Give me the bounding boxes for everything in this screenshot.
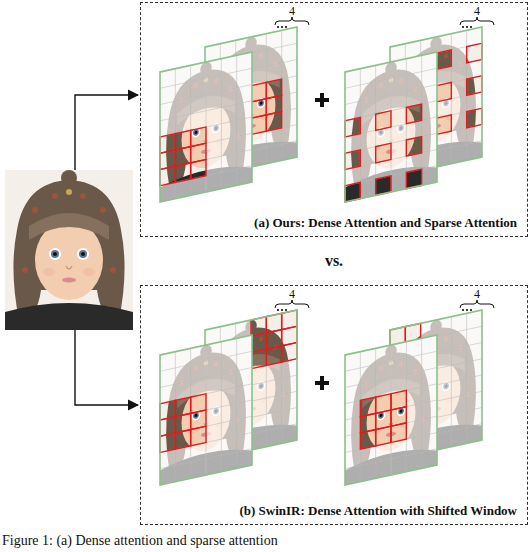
ellipsis-dot xyxy=(462,26,464,28)
attention-window xyxy=(266,346,281,366)
attention-window xyxy=(467,108,482,128)
attention-window xyxy=(360,430,375,450)
attention-window xyxy=(436,115,451,135)
layer-image xyxy=(345,52,437,202)
grid-line xyxy=(160,85,252,105)
ellipsis-dot xyxy=(285,26,287,28)
plus-sign xyxy=(320,93,324,107)
layer-border xyxy=(160,335,252,485)
layer-border xyxy=(345,335,437,485)
panel-title: (b) SwinIR: Dense Attention with Shifted… xyxy=(237,503,519,519)
ellipsis-dot xyxy=(466,26,468,28)
layer-image xyxy=(160,52,252,202)
ellipsis-dot xyxy=(277,309,279,311)
figure-caption: Figure 1: (a) Dense attention and sparse… xyxy=(2,533,530,550)
layer-border xyxy=(390,27,482,177)
arrow xyxy=(75,330,138,405)
layer-image xyxy=(205,27,297,177)
brace xyxy=(275,300,309,308)
grid-layer xyxy=(345,52,437,202)
grid-line xyxy=(345,351,437,371)
baby-photo xyxy=(5,170,133,330)
panel-title: (a) Ours: Dense Attention and Sparse Att… xyxy=(252,215,519,231)
attention-window xyxy=(376,426,391,446)
attention-window xyxy=(191,160,206,180)
layer-border xyxy=(345,52,437,202)
layer-image xyxy=(390,27,482,177)
attention-window xyxy=(191,426,206,446)
arrow xyxy=(75,95,138,170)
grid-layer xyxy=(205,310,297,460)
ellipsis-dot xyxy=(277,26,279,28)
brace xyxy=(275,17,309,25)
grid-layer xyxy=(160,335,252,485)
versus-label: vs. xyxy=(325,253,343,269)
attention-window xyxy=(251,115,266,135)
arrows xyxy=(75,95,138,405)
attention-window xyxy=(345,117,360,137)
attention-window xyxy=(266,112,281,132)
attention-window xyxy=(376,143,391,163)
grid-line xyxy=(160,101,252,121)
grid-line xyxy=(345,85,437,105)
ellipsis-dot xyxy=(466,309,468,311)
ellipsis-dot xyxy=(281,309,283,311)
ellipsis-dot xyxy=(462,309,464,311)
stack-count: 4 xyxy=(289,5,295,17)
stack-count: 4 xyxy=(474,5,480,17)
dashed-panel: (b) SwinIR: Dense Attention with Shifted… xyxy=(140,285,528,525)
stack-count: 4 xyxy=(289,288,295,300)
attention-window xyxy=(406,104,421,124)
ellipsis-dot xyxy=(285,309,287,311)
layer-border xyxy=(205,27,297,177)
attention-window xyxy=(282,343,297,363)
braces-and-plus xyxy=(275,17,494,390)
grid-line xyxy=(160,368,252,388)
attention-window xyxy=(376,111,391,131)
grid-layer xyxy=(390,27,482,177)
stack-count: 4 xyxy=(474,288,480,300)
grid-line xyxy=(160,449,252,469)
attention-window xyxy=(406,137,421,157)
layer-image xyxy=(160,335,252,485)
grid-layer xyxy=(160,52,252,202)
grid-line xyxy=(160,68,252,88)
grid-line xyxy=(345,449,437,469)
attention-window xyxy=(391,423,406,443)
attention-window xyxy=(467,43,482,63)
ellipsis-dot xyxy=(470,309,472,311)
plus-sign xyxy=(320,376,324,390)
attention-window xyxy=(436,50,451,70)
attention-window xyxy=(436,82,451,102)
dashed-panel: (a) Ours: Dense Attention and Sparse Att… xyxy=(140,2,528,237)
attention-window xyxy=(467,76,482,96)
layer-border xyxy=(160,52,252,202)
brace xyxy=(460,300,494,308)
grid-line xyxy=(345,368,437,388)
attention-window xyxy=(345,150,360,170)
ellipsis-dot xyxy=(281,26,283,28)
attention-window xyxy=(160,166,175,186)
brace xyxy=(460,17,494,25)
layer-border xyxy=(205,310,297,460)
attention-window xyxy=(175,430,190,450)
grid-layer xyxy=(345,335,437,485)
layer-image xyxy=(345,335,437,485)
attention-window xyxy=(175,163,190,183)
attention-window xyxy=(251,349,266,369)
grid-line xyxy=(160,351,252,371)
attention-window xyxy=(160,433,175,453)
grid-layer xyxy=(205,27,297,177)
attention-layers xyxy=(160,27,482,485)
grid-line xyxy=(345,68,437,88)
layer-image xyxy=(205,310,297,460)
ellipsis-dot xyxy=(470,26,472,28)
